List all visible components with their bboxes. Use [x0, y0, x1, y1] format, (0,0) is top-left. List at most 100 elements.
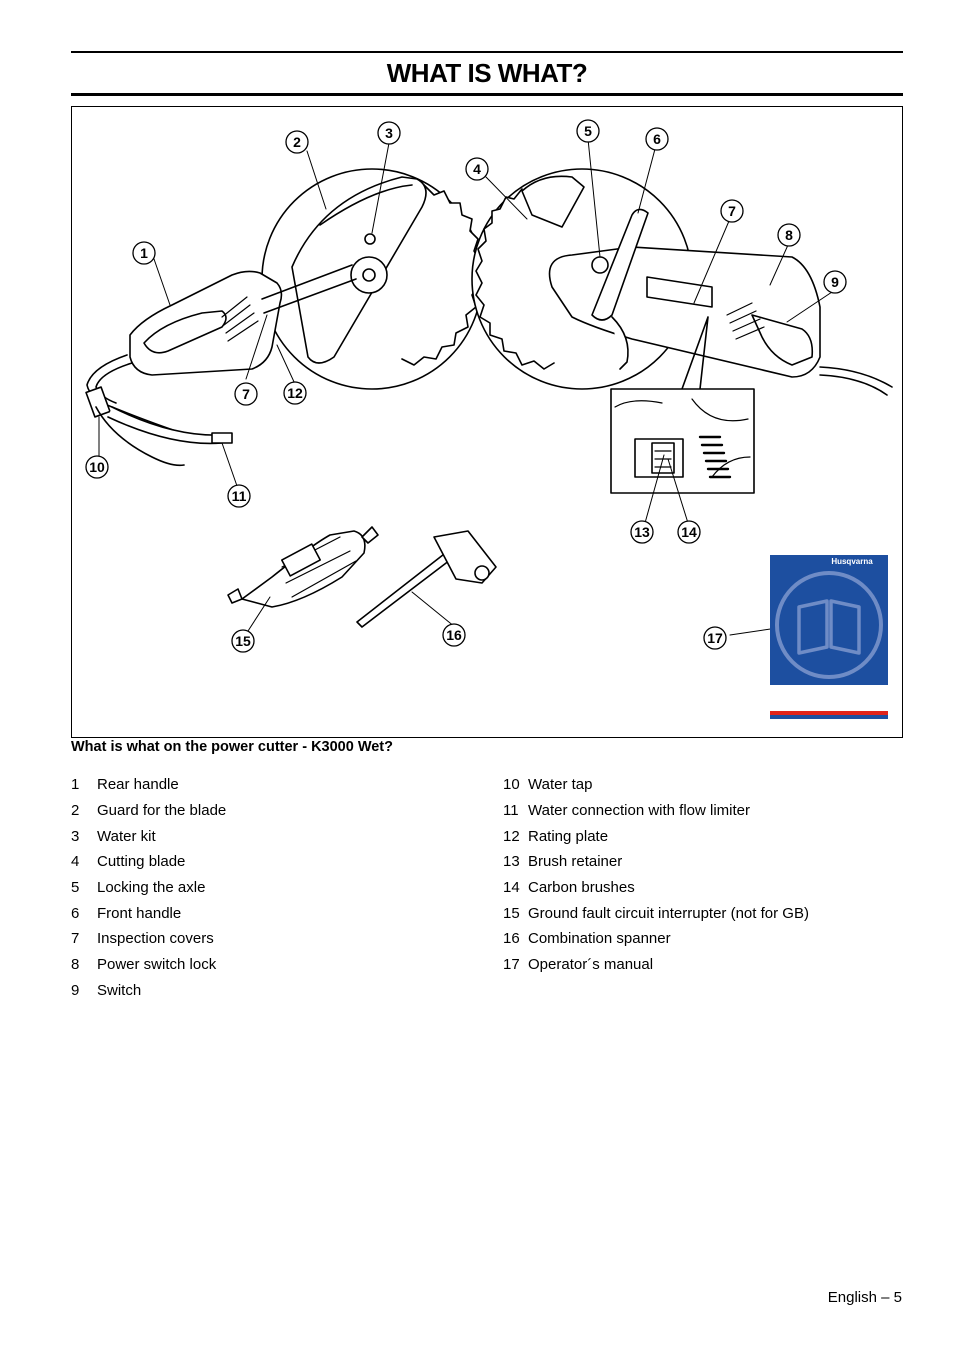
- callout-7: 7: [234, 382, 258, 406]
- callout-leaders: [98, 138, 833, 636]
- part-label: Water kit: [97, 827, 156, 845]
- callout-number: 14: [681, 524, 697, 540]
- part-number: 15: [503, 904, 520, 922]
- callout-circle: [234, 382, 258, 406]
- callout-7: 7: [720, 199, 744, 223]
- callout-11: 11: [227, 484, 251, 508]
- part-list-item: 13 Brush retainer: [503, 849, 809, 875]
- callout-circle: [283, 381, 307, 405]
- part-label: Brush retainer: [528, 853, 623, 871]
- callout-circle: [777, 223, 801, 247]
- callout-circle: [231, 629, 255, 653]
- callout-circle: [720, 199, 744, 223]
- callout-14: 14: [677, 520, 701, 544]
- callout-9: 9: [823, 270, 847, 294]
- callout-15: 15: [231, 629, 255, 653]
- part-label: Combination spanner: [528, 930, 671, 948]
- callout-5: 5: [576, 119, 600, 143]
- part-number: 16: [503, 930, 520, 948]
- callout-number: 3: [385, 125, 393, 141]
- part-list-item: 9 Switch: [71, 978, 226, 1004]
- part-label: Cutting blade: [97, 853, 186, 871]
- callout-number: 6: [653, 131, 661, 147]
- part-list-item: 16 Combination spanner: [503, 926, 809, 952]
- part-number: 8: [71, 956, 80, 974]
- callout-number: 7: [242, 386, 250, 402]
- callout-number: 15: [235, 633, 251, 649]
- callout-13: 13: [630, 520, 654, 544]
- part-number: 10: [503, 776, 520, 794]
- part-number: 4: [71, 853, 80, 871]
- part-number: 13: [503, 853, 520, 871]
- part-label: Guard for the blade: [97, 802, 227, 820]
- part-label: Switch: [97, 981, 142, 999]
- part-list-item: 4 Cutting blade: [71, 849, 226, 875]
- part-list-item: 14 Carbon brushes: [503, 875, 809, 901]
- callout-number: 17: [707, 630, 723, 646]
- callout-number: 11: [232, 488, 247, 504]
- operators-manual-drawing: Husqvarna: [770, 553, 888, 719]
- callout-number: 5: [584, 123, 592, 139]
- callout-circle: [465, 157, 489, 181]
- part-label: Inspection covers: [97, 930, 214, 948]
- part-number: 3: [71, 827, 80, 845]
- callout-8: 8: [777, 223, 801, 247]
- part-label: Rear handle: [97, 776, 179, 794]
- callout-circle: [227, 484, 251, 508]
- part-number: 14: [503, 879, 520, 897]
- callout-2: 2: [285, 130, 309, 154]
- page-header: WHAT IS WHAT?: [71, 51, 903, 96]
- part-number: 11: [503, 802, 519, 820]
- callout-number: 13: [634, 524, 650, 540]
- callout-number: 1: [140, 245, 148, 261]
- callout-number: 8: [785, 227, 793, 243]
- callout-number: 4: [473, 161, 481, 177]
- part-number: 2: [71, 802, 80, 820]
- callout-number: 9: [831, 274, 839, 290]
- part-list-item: 15 Ground fault circuit interrupter (not …: [503, 900, 809, 926]
- callout-circle: [576, 119, 600, 143]
- part-number: 9: [71, 981, 80, 999]
- part-number: 1: [71, 776, 80, 794]
- power-cutter-diagram: Husqvarna: [85, 138, 893, 719]
- callout-number: 16: [446, 627, 462, 643]
- page-footer: English – 5: [827, 1289, 902, 1306]
- part-number: 5: [71, 879, 80, 897]
- callout-circle: [645, 127, 669, 151]
- callout-number: 12: [287, 385, 303, 401]
- part-number: 17: [503, 956, 520, 974]
- part-label: Operator´s manual: [528, 956, 654, 974]
- callout-3: 3: [377, 121, 401, 145]
- callout-circle: [85, 455, 109, 479]
- callout-16: 16: [442, 623, 466, 647]
- callout-1: 1: [132, 241, 156, 265]
- part-label: Carbon brushes: [528, 879, 635, 897]
- callout-circle: [132, 241, 156, 265]
- callout-circle: [285, 130, 309, 154]
- parts-list-left: 1 Rear handle 2 Guard for the blade 3 Water k…: [71, 772, 226, 1003]
- callout-4: 4: [465, 157, 489, 181]
- part-number: 6: [71, 904, 80, 922]
- callout-number: 10: [89, 459, 105, 475]
- callout-circle: [703, 626, 727, 650]
- manual-brand-label: Husqvarna: [831, 557, 873, 566]
- part-number: 12: [503, 827, 520, 845]
- callout-circle: [677, 520, 701, 544]
- callout-circle: [823, 270, 847, 294]
- part-label: Ground fault circuit interrupter (not fo…: [528, 904, 809, 922]
- callout-number: 7: [728, 203, 736, 219]
- part-list-item: 3 Water kit: [71, 823, 226, 849]
- gfci-drawing: [227, 526, 379, 608]
- right-cutter-drawing: [471, 168, 893, 396]
- part-list-item: 17 Operator´s manual: [503, 952, 809, 978]
